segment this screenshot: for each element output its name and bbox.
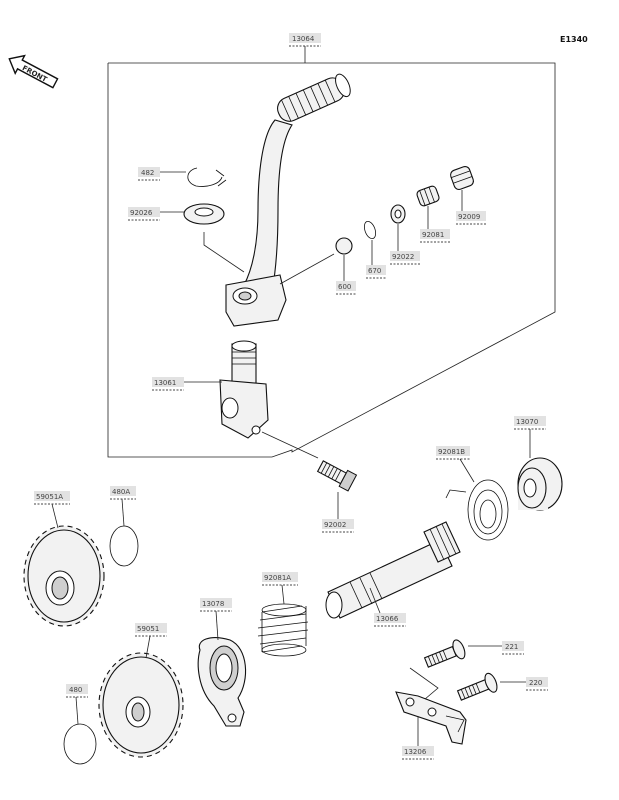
label-13070: 13070 <box>514 416 546 458</box>
label-92026: 92026 <box>128 207 184 221</box>
svg-text:221: 221 <box>505 643 518 651</box>
leader-shaft-bolt <box>261 431 319 459</box>
label-480A: 480A <box>110 486 136 527</box>
bolt-92002 <box>316 460 358 492</box>
spring-92081A <box>257 603 309 657</box>
svg-text:92002: 92002 <box>324 521 346 529</box>
label-92081B: 92081B <box>436 446 475 483</box>
circlip-480A <box>109 525 139 567</box>
ratchet-13078 <box>197 637 247 727</box>
label-13206: 13206 <box>402 716 434 760</box>
label-92009: 92009 <box>456 190 486 225</box>
gear-59051 <box>98 652 184 758</box>
svg-text:480A: 480A <box>112 488 130 496</box>
svg-text:13061: 13061 <box>154 379 176 387</box>
ball-600 <box>335 237 353 255</box>
collar-13070 <box>517 457 563 511</box>
label-221: 221 <box>468 641 524 655</box>
svg-text:92081A: 92081A <box>264 574 291 582</box>
svg-text:13206: 13206 <box>404 748 427 756</box>
svg-text:480: 480 <box>69 686 82 694</box>
assembly-group-outline <box>107 62 556 458</box>
svg-text:92026: 92026 <box>130 209 153 217</box>
label-13066: 13066 <box>369 587 406 627</box>
label-92081: 92081 <box>420 206 450 243</box>
svg-text:92009: 92009 <box>458 213 480 221</box>
leader-ball <box>279 253 335 285</box>
svg-text:92081B: 92081B <box>438 448 465 456</box>
circlip-480 <box>63 723 97 765</box>
svg-text:220: 220 <box>529 679 542 687</box>
label-92081A: 92081A <box>262 572 298 605</box>
svg-text:59051: 59051 <box>137 625 159 633</box>
svg-text:670: 670 <box>368 267 381 275</box>
label-13061: 13061 <box>152 377 222 391</box>
front-arrow-icon: FRONT <box>8 54 59 89</box>
svg-text:13070: 13070 <box>516 418 538 426</box>
label-480: 480 <box>66 684 88 725</box>
label-13078: 13078 <box>200 598 232 641</box>
label-670: 670 <box>366 240 386 279</box>
kick-pedal-lever <box>225 73 351 327</box>
stopper-plate-13206 <box>395 691 467 745</box>
ring-670 <box>363 220 377 240</box>
label-92002: 92002 <box>322 492 354 533</box>
svg-text:600: 600 <box>338 283 351 291</box>
bolt-221 <box>423 639 466 668</box>
label-600: 600 <box>336 255 356 295</box>
plug-92009 <box>450 166 474 190</box>
svg-text:13066: 13066 <box>376 615 399 623</box>
circlip-482 <box>187 167 227 187</box>
oil-seal-92026 <box>183 203 225 225</box>
label-92022: 92022 <box>390 224 420 265</box>
svg-text:59051A: 59051A <box>36 493 63 501</box>
gear-59051A <box>23 525 105 627</box>
label-482: 482 <box>138 167 186 181</box>
spring-92081B <box>445 479 509 541</box>
svg-text:13064: 13064 <box>292 35 315 43</box>
spring-92081 <box>416 185 440 207</box>
kick-shaft-13061 <box>219 340 269 439</box>
svg-text:92081: 92081 <box>422 231 444 239</box>
leader-seal-to-hub <box>203 232 245 273</box>
bolt-220 <box>456 672 498 701</box>
label-59051: 59051 <box>135 623 167 659</box>
kick-spindle-13066 <box>325 521 461 619</box>
diagram-code: E1340 <box>560 35 588 44</box>
label-59051A: 59051A <box>34 491 70 529</box>
svg-text:13078: 13078 <box>202 600 224 608</box>
svg-text:482: 482 <box>141 169 154 177</box>
svg-text:92022: 92022 <box>392 253 414 261</box>
label-13064: 13064 <box>289 33 321 63</box>
label-220: 220 <box>500 677 548 691</box>
